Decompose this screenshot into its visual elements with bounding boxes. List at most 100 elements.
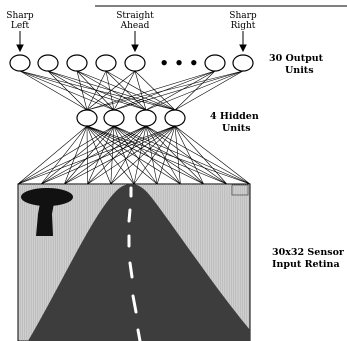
connection-line xyxy=(87,125,176,185)
connection-line xyxy=(47,70,115,111)
label-output-layer-line1: 30 Output xyxy=(269,53,324,64)
connection-line xyxy=(113,125,135,185)
connection-line xyxy=(133,125,147,185)
hidden-units xyxy=(76,109,186,127)
output-unit-node xyxy=(37,54,59,72)
connection-line xyxy=(41,125,176,185)
lane-dash xyxy=(131,294,138,314)
connection-line xyxy=(64,125,147,185)
connection-line xyxy=(19,70,115,111)
connection-line xyxy=(134,70,147,111)
label-sharp-right: Sharp Right xyxy=(229,11,257,31)
output-units xyxy=(9,54,254,72)
label-hidden-layer: 4 Hidden Units xyxy=(210,111,259,134)
label-arrows xyxy=(16,31,247,53)
connection-line xyxy=(134,70,176,111)
hidden-unit-node xyxy=(103,109,125,127)
label-sharp-left: Sharp Left xyxy=(6,11,34,31)
connection-line xyxy=(19,70,147,111)
lane-dash xyxy=(136,328,142,341)
label-straight-ahead-line1: Straight xyxy=(116,11,154,21)
lane-markings xyxy=(127,186,142,341)
hidden-input-connections xyxy=(17,125,251,185)
connection-line xyxy=(86,70,136,111)
connection-line xyxy=(145,125,181,185)
input-retina xyxy=(17,183,251,341)
connection-line xyxy=(86,125,251,185)
output-unit-node xyxy=(124,54,146,72)
road-icon xyxy=(28,184,250,341)
label-sharp-left-line2: Left xyxy=(11,21,30,31)
connection-line xyxy=(87,125,115,185)
hidden-unit-node xyxy=(76,109,98,127)
label-straight-ahead-line2: Ahead xyxy=(120,21,150,31)
connection-line xyxy=(86,125,112,185)
hidden-unit-node xyxy=(164,109,186,127)
label-sharp-right-line2: Right xyxy=(231,21,256,31)
connection-line xyxy=(110,125,147,185)
connection-line xyxy=(145,70,216,111)
connection-line xyxy=(47,70,88,111)
connection-line xyxy=(86,125,227,185)
connection-line xyxy=(87,125,147,185)
connection-line xyxy=(76,70,88,111)
output-unit-node xyxy=(95,54,117,72)
label-straight-ahead: Straight Ahead xyxy=(116,11,154,31)
connection-line xyxy=(110,125,115,185)
connection-line xyxy=(86,125,204,185)
connection-line xyxy=(64,125,88,185)
connection-line xyxy=(113,125,158,185)
connection-line xyxy=(17,125,176,185)
connection-line xyxy=(86,125,88,185)
hidden-unit-node xyxy=(135,109,157,127)
label-input-layer-line1: 30x32 Sensor xyxy=(272,247,345,258)
label-output-layer-line2: Units xyxy=(285,65,314,76)
connection-line xyxy=(19,70,88,111)
label-hidden-layer-line1: 4 Hidden xyxy=(210,111,259,122)
label-sharp-right-line1: Sharp xyxy=(229,11,257,21)
connection-line xyxy=(174,125,228,185)
connection-line xyxy=(41,125,115,185)
connection-line xyxy=(145,70,244,111)
output-unit-node xyxy=(204,54,226,72)
connection-line xyxy=(41,125,147,185)
connection-line xyxy=(64,125,115,185)
connection-line xyxy=(64,125,176,185)
tree-canopy xyxy=(21,188,73,206)
output-ellipsis: • • • xyxy=(159,54,198,72)
lane-dash xyxy=(127,208,132,223)
label-hidden-layer-line2: Units xyxy=(222,123,251,134)
connection-line xyxy=(17,125,88,185)
connection-line xyxy=(17,125,115,185)
retina-corner-box xyxy=(231,184,249,196)
arrow-sharp-right-head xyxy=(239,44,247,53)
label-sharp-left-line1: Sharp xyxy=(6,11,34,21)
output-hidden-connections xyxy=(19,70,244,111)
connection-line xyxy=(17,125,147,185)
arrow-sharp-left-head xyxy=(16,44,24,53)
connection-line xyxy=(145,125,204,185)
connection-line xyxy=(145,125,158,185)
label-output-layer: 30 Output Units xyxy=(269,53,324,76)
connection-line xyxy=(110,125,176,185)
connection-line xyxy=(86,70,244,111)
connection-line xyxy=(105,70,147,111)
arrow-straight-ahead-head xyxy=(131,44,139,53)
tree-icon xyxy=(21,188,73,236)
label-input-layer-line2: Input Retina xyxy=(272,259,340,270)
connection-line xyxy=(86,70,216,111)
connection-line xyxy=(174,125,204,185)
connection-line xyxy=(86,125,135,185)
output-unit-node xyxy=(9,54,31,72)
connection-line xyxy=(133,125,176,185)
connection-line xyxy=(113,70,244,111)
label-input-layer: 30x32 Sensor Input Retina xyxy=(272,247,345,270)
lane-dash xyxy=(128,261,134,279)
output-unit-node xyxy=(66,54,88,72)
connection-line xyxy=(86,125,158,185)
connection-line xyxy=(40,125,88,185)
connection-line xyxy=(86,125,181,185)
connection-line xyxy=(86,70,107,111)
connection-line xyxy=(113,70,136,111)
